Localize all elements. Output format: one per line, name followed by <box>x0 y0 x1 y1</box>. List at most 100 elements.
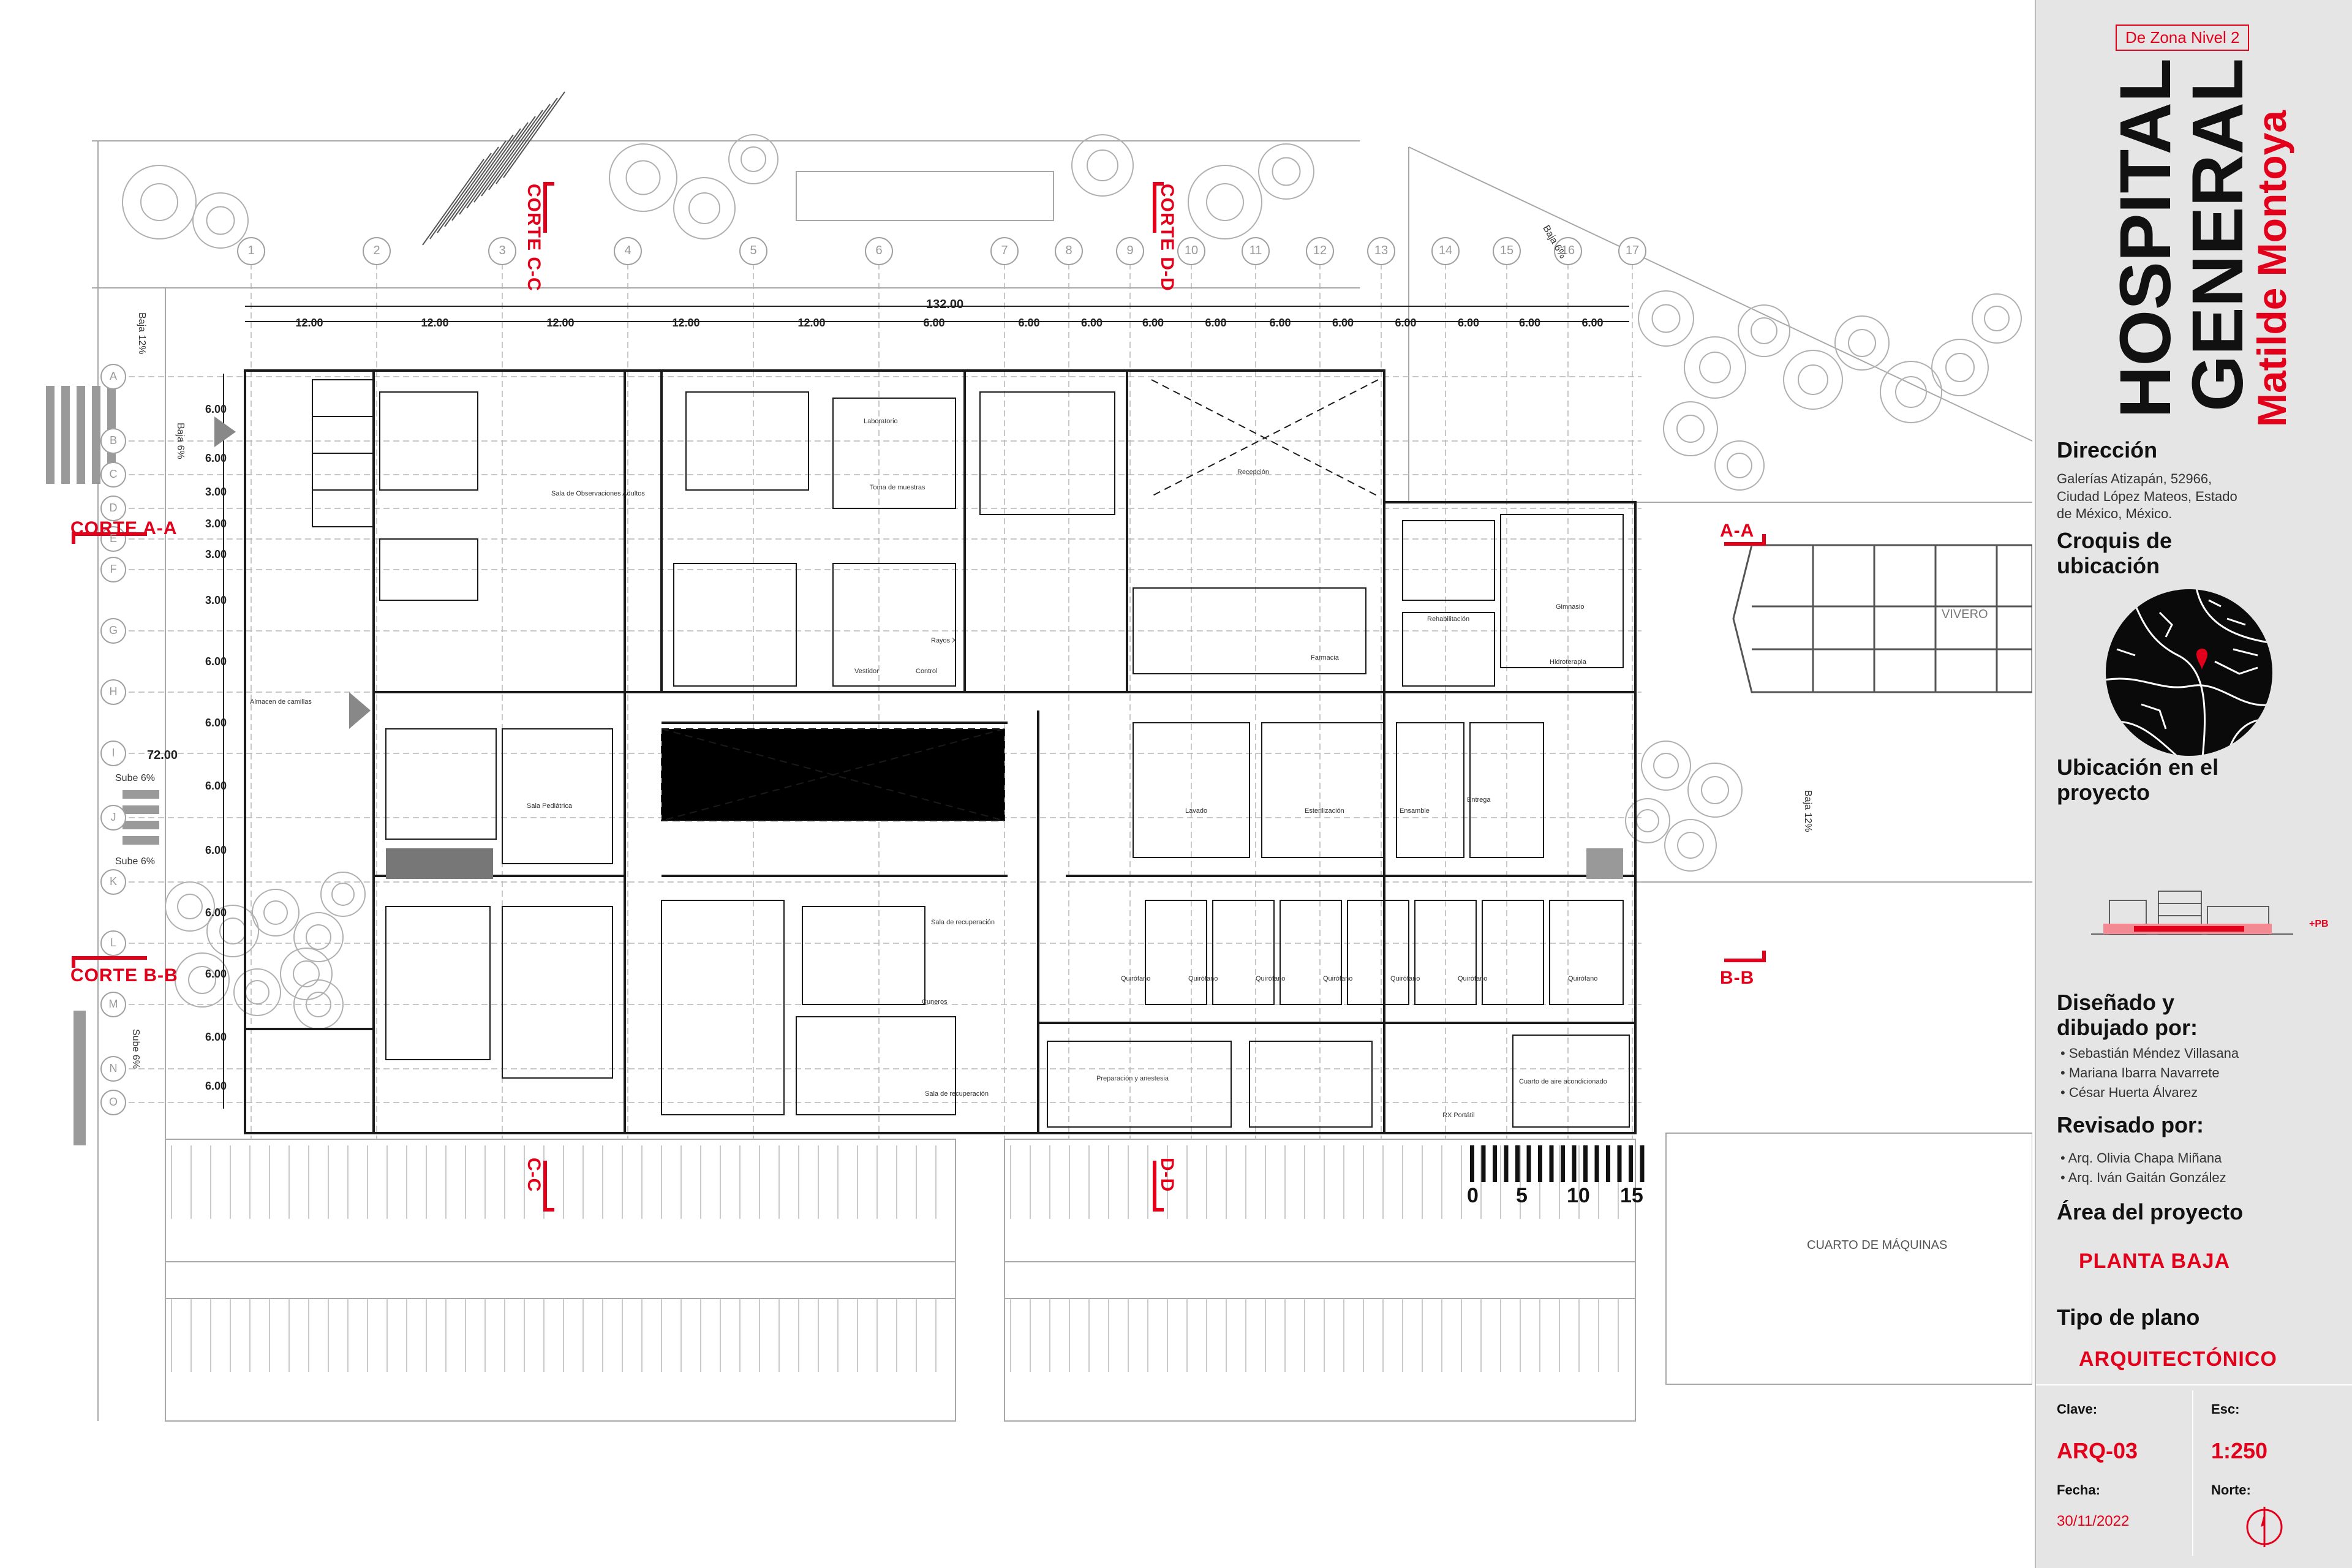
room-quirofano-6: Quirófano <box>1458 975 1488 982</box>
side-dimension: 6.00 <box>205 451 227 464</box>
section-dd-bottom-label: D-D <box>1157 1158 1177 1193</box>
author-item: César Huerta Álvarez <box>2060 1083 2239 1102</box>
title-matilde-montoya: Matilde Montoya <box>2249 110 2294 428</box>
croquis-heading: Croquis de ubicación <box>2057 528 2172 579</box>
side-dimension: 6.00 <box>205 843 227 856</box>
top-dimension: 6.00 <box>1332 317 1354 329</box>
top-dimension: 6.00 <box>1205 317 1227 329</box>
axis-row-M: M <box>108 998 118 1010</box>
norte-label: Norte: <box>2211 1482 2251 1498</box>
top-dimension: 12.00 <box>546 317 575 329</box>
slope-sube-6-b: Sube 6% <box>115 856 155 867</box>
author-item: Mariana Ibarra Navarrete <box>2060 1063 2239 1083</box>
north-arrow-icon <box>2246 1507 2283 1547</box>
axis-column-8: 8 <box>1065 244 1072 257</box>
axis-row-D: D <box>109 502 118 514</box>
room-rehabilitacion: Rehabilitación <box>1427 616 1470 623</box>
section-aa-right-label: A-A <box>1720 521 1755 541</box>
top-dimension: 12.00 <box>295 317 323 329</box>
section-bb-right-label: B-B <box>1720 968 1755 988</box>
axis-row-G: G <box>108 624 118 636</box>
side-dimension: 6.00 <box>205 1030 227 1043</box>
section-thumbnail <box>2091 891 2293 935</box>
room-hidroterapia: Hidroterapia <box>1550 658 1586 666</box>
area-heading: Área del proyecto <box>2057 1199 2244 1224</box>
room-rx-portatil: RX Portátil <box>1442 1112 1475 1119</box>
side-total-dimension: 72.00 <box>147 748 178 762</box>
slope-baja-12-right: Baja 12% <box>1803 790 1813 832</box>
direccion-line-1: Galerías Atizapán, 52966, <box>2057 471 2212 486</box>
room-toma-muestras: Toma de muestras <box>870 484 925 491</box>
section-cc-bottom-label: C-C <box>524 1158 544 1193</box>
top-dimension: 6.00 <box>1081 317 1103 329</box>
room-rayos-x: Rayos X <box>931 637 957 644</box>
axis-column-17: 17 <box>1625 244 1640 257</box>
side-dimension: 6.00 <box>205 1079 227 1092</box>
room-preparacion: Preparación y anestesia <box>1096 1075 1169 1082</box>
room-recuperacion-1: Sala de recuperación <box>931 919 995 926</box>
divider-horizontal <box>2036 1384 2352 1385</box>
author-item: Sebastián Méndez Villasana <box>2060 1044 2239 1063</box>
top-dimension: 6.00 <box>1581 317 1604 329</box>
side-dimension: 3.00 <box>205 485 227 498</box>
vivero-label: VIVERO <box>1942 608 1988 621</box>
room-control: Control <box>916 668 938 675</box>
nivel-badge: De Zona Nivel 2 <box>2116 24 2250 51</box>
scale-10: 10 <box>1567 1184 1590 1207</box>
room-gimnasio: Gimnasio <box>1556 603 1585 611</box>
axis-column-6: 6 <box>875 244 883 257</box>
direccion-heading: Dirección <box>2057 437 2158 462</box>
section-aa-left-label: CORTE A-A <box>70 518 178 538</box>
axis-column-10: 10 <box>1184 244 1199 257</box>
section-dd-top-label: CORTE D-D <box>1157 184 1177 292</box>
room-esterilizacion: Esterilización <box>1305 807 1344 815</box>
top-dimension: 6.00 <box>1395 317 1417 329</box>
axis-row-F: F <box>110 563 117 575</box>
escala-value: 1:250 <box>2211 1438 2268 1463</box>
title-block: De Zona Nivel 2 HOSPITAL GENERAL Matilde… <box>2035 0 2352 1568</box>
axis-row-J: J <box>110 811 116 823</box>
side-dimension: 3.00 <box>205 518 227 530</box>
axis-column-2: 2 <box>373 244 380 257</box>
top-dimension: 12.00 <box>421 317 449 329</box>
reviewer-item: Arq. Iván Gaitán González <box>2060 1168 2226 1188</box>
ubicacion-heading-line-2: proyecto <box>2057 780 2150 805</box>
title-hospital: HOSPITAL <box>2105 58 2186 418</box>
room-ensamble: Ensamble <box>1400 807 1430 815</box>
top-dimension: 12.00 <box>797 317 826 329</box>
axis-column-7: 7 <box>1001 244 1008 257</box>
reviewers-list: Arq. Olivia Chapa Miñana Arq. Iván Gaitá… <box>2060 1148 2226 1188</box>
disenado-heading-line-1: Diseñado y <box>2057 990 2175 1015</box>
pb-tag: +PB <box>2309 919 2329 929</box>
croquis-heading-line-1: Croquis de <box>2057 528 2173 553</box>
direccion-text: Galerías Atizapán, 52966, Ciudad López M… <box>2057 470 2237 523</box>
axis-column-16: 16 <box>1561 244 1575 257</box>
axis-row-B: B <box>109 434 117 447</box>
room-quirofano-2: Quirófano <box>1188 975 1218 982</box>
room-quirofano-5: Quirófano <box>1390 975 1420 982</box>
axis-column-5: 5 <box>750 244 757 257</box>
escala-label: Esc: <box>2211 1401 2240 1417</box>
room-almacen-camillas: Almacen de camillas <box>250 698 312 706</box>
axis-column-12: 12 <box>1313 244 1327 257</box>
axis-column-14: 14 <box>1438 244 1453 257</box>
top-dimension: 6.00 <box>923 317 945 329</box>
fecha-value: 30/11/2022 <box>2057 1513 2130 1529</box>
disenado-heading-line-2: dibujado por: <box>2057 1015 2198 1041</box>
direccion-line-2: Ciudad López Mateos, Estado <box>2057 488 2237 504</box>
scale-5: 5 <box>1516 1184 1528 1207</box>
slope-sube-6-a: Sube 6% <box>115 773 155 783</box>
room-farmacia: Farmacia <box>1311 654 1339 662</box>
side-dimension: 6.00 <box>205 907 227 919</box>
ubicacion-heading-line-1: Ubicación en el <box>2057 755 2219 780</box>
scale-15: 15 <box>1620 1184 1643 1207</box>
side-dimension: 6.00 <box>205 779 227 792</box>
room-pediatrica: Sala Pediátrica <box>527 802 572 810</box>
ubicacion-heading: Ubicación en el proyecto <box>2057 755 2218 805</box>
disenado-heading: Diseñado y dibujado por: <box>2057 990 2198 1041</box>
location-map <box>2106 589 2272 756</box>
slope-baja-12-left: Baja 12% <box>137 312 147 355</box>
top-dimension: 6.00 <box>1142 317 1164 329</box>
top-dimension: 6.00 <box>1269 317 1291 329</box>
floor-plan-drawing <box>46 91 2032 1422</box>
